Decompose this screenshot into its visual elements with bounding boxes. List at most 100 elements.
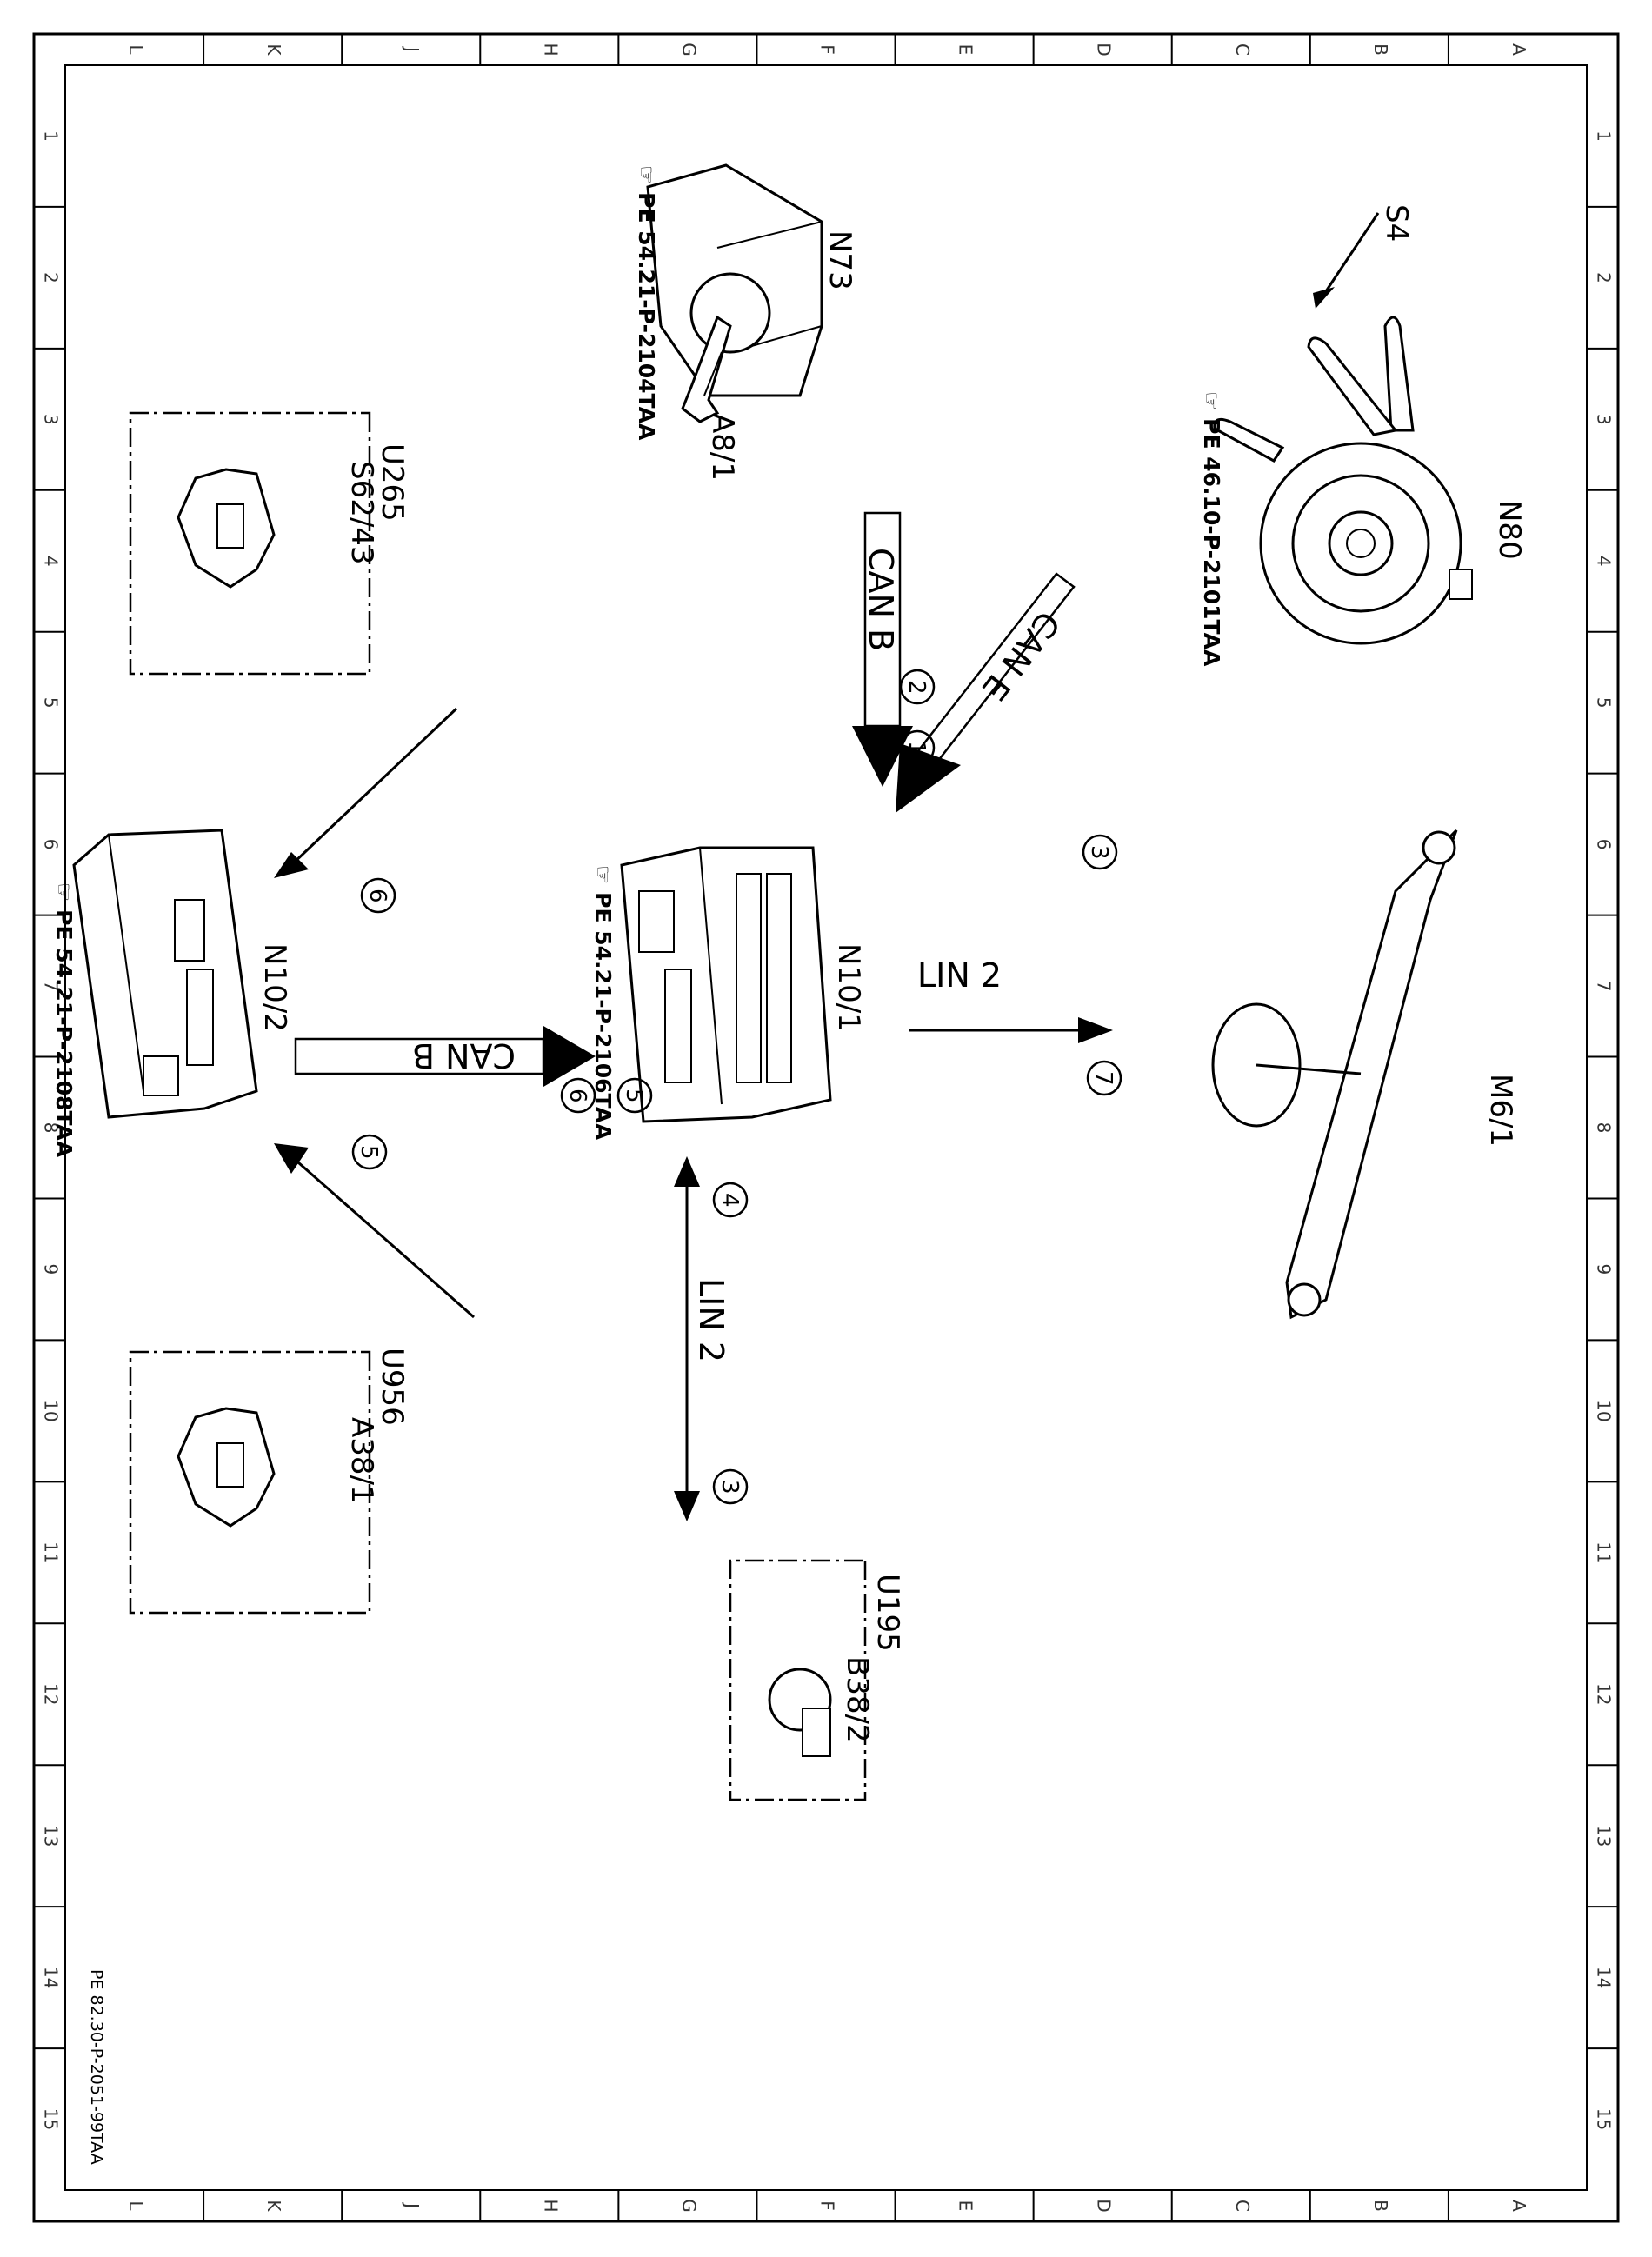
a38-1-module-key [216,1442,244,1488]
grid-letter-top: K [263,43,284,56]
can-b-mid-arrowhead [543,1026,596,1087]
n80-steering-column-module [1213,212,1473,645]
can-b-top-label: CAN B [862,548,900,651]
grid-letter-top: H [540,43,561,56]
n10-2-plug-2 [186,969,214,1066]
a38-1-label: A38/1 [344,1417,379,1504]
step-circles: 2 1 3 6 5 5 6 7 4 3 [351,669,1122,1505]
n10-1-edge [699,847,723,1105]
grid-letter-top: J [402,45,423,52]
grid-number-right: 13 [1594,1825,1615,1847]
inner-frame [64,64,1588,2191]
can-b-top-arrowhead [852,726,913,787]
can-b-mid-label: CAN B [412,1036,516,1075]
grid-number-left: 9 [41,1264,62,1275]
can-b-mid-bus [294,1026,596,1087]
grid-letter-bottom: B [1370,2200,1391,2212]
u956-dashed-outline [129,1350,371,1615]
n80-label: N80 [1492,500,1527,560]
b38-2-sensor-plug [802,1708,831,1757]
outer-frame [32,32,1620,2223]
can-b-top-bus [852,511,913,787]
n10-1-fuse-row-4 [638,890,675,953]
grid-letter-top: E [956,44,976,56]
grid-letter-top: B [1370,43,1391,56]
n10-2-plug-1 [174,899,205,962]
grid-number-right: 2 [1594,272,1615,283]
step-circle-2 [899,669,936,705]
lin2-bottom-arrowhead-right [674,1491,700,1521]
step-circle-7 [1086,1060,1122,1096]
step-number-3-lin: 3 [716,1480,743,1495]
s4-arrowhead [1313,287,1335,309]
grid-number-right: 14 [1594,1967,1615,1988]
n10-2-label: N10/2 [257,943,292,1032]
n73-label: N73 [823,230,857,290]
m6-1-linkage [1285,829,1458,1320]
step-number-3-can-e: 3 [1086,845,1112,860]
n73-key-slot [703,351,723,396]
lin2-right-arrowhead [1078,1017,1113,1043]
grid-number-right: 3 [1594,414,1615,425]
grid-number-right: 10 [1594,1400,1615,1421]
grid-number-left: 2 [41,272,62,283]
grid-number-left: 15 [41,2108,62,2130]
s4-lever-left [1383,316,1415,432]
lin2-bottom-arrowhead-left [674,1156,700,1187]
step-circle-3-lin [712,1468,749,1505]
u956-box [129,1350,371,1615]
grid-letter-top: A [1509,43,1529,56]
step-circle-6-mid [560,1077,596,1114]
grid-number-right: 9 [1594,1264,1615,1275]
grid-letter-bottom: G [678,2199,699,2213]
n10-1-fuse-row-3 [664,969,692,1083]
grid-number-left: 14 [41,1967,62,1988]
a8-1-label: A8/1 [705,413,740,481]
landscape-drawing: S4 N80 ☞ PE 46.10-P-2101TAA N73 A8/1 ☞ P… [51,163,1527,2165]
grid-letter-bottom: F [817,2200,838,2211]
s4-lead-line [1324,212,1380,292]
can-e-bus [896,572,1076,813]
lin2-bottom-bus [674,1156,700,1521]
grid-number-left: 4 [41,556,62,567]
can-e-arrowhead [896,743,961,813]
step-number-6-mid: 6 [564,1089,590,1103]
grid-number-right: 15 [1594,2108,1615,2130]
n80-hub [1346,529,1376,558]
lin2-bottom-label: LIN 2 [692,1278,730,1362]
n10-2-edge [108,834,144,1092]
u265-dashed-outline [129,411,371,676]
step-number-1: 1 [903,741,929,756]
n73-ignition-switch [646,163,823,423]
u956-label: U956 [375,1348,410,1426]
step-number-5-mid: 5 [621,1089,647,1103]
grid-number-left: 13 [41,1825,62,1847]
step-number-2: 2 [903,680,929,695]
document-id: PE 82.30-P-2051-99TAA [87,1969,106,2165]
grid-number-left: 10 [41,1400,62,1421]
grid-number-right: 8 [1594,1122,1615,1134]
s62-43-label: S62/43 [344,461,379,565]
grid-number-right: 12 [1594,1683,1615,1705]
n73-ref: ☞ PE 54.21-P-2104TAA [634,165,659,441]
n10-2-module [72,829,258,1119]
n80-ring-inner [1328,510,1394,576]
lin2-right-bus [909,1017,1113,1043]
b38-2-label: B38/2 [840,1656,875,1743]
n10-1-fuse-row-2 [736,873,762,1083]
n80-ring-middle [1291,474,1430,613]
s4-lever-right [1307,336,1398,436]
u265-box [129,411,371,676]
grid-number-right: 4 [1594,556,1615,567]
n80-ref: ☞ PE 46.10-P-2101TAA [1199,391,1224,667]
grid-letter-top: F [817,44,838,55]
grid-number-left: 3 [41,414,62,425]
u265-label: U265 [375,443,410,522]
grid-letter-bottom: L [125,2200,146,2211]
m6-1-pivot-right [1287,1282,1322,1317]
u956-to-n10-2-line [290,1155,475,1319]
step-circle-4 [712,1182,749,1218]
step-number-6-u265: 6 [364,889,390,903]
grid-letter-top: D [1094,43,1115,56]
